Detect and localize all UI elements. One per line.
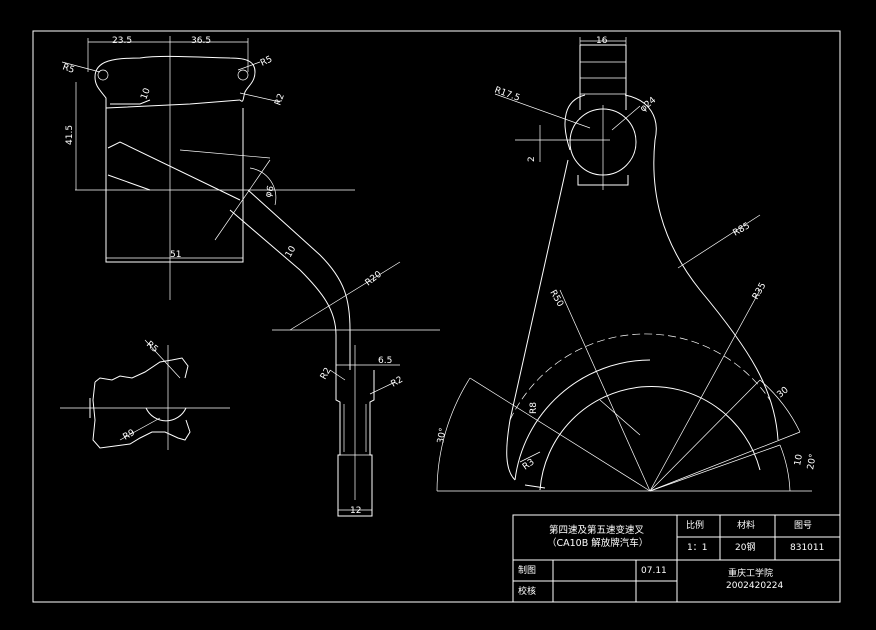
dim-r50: R50: [547, 289, 565, 310]
dim-r2-top: R2: [273, 92, 286, 107]
dim-r5-left: R5: [61, 62, 76, 75]
school-name: 重庆工学院: [728, 567, 773, 579]
dim-r9-side: R9: [122, 428, 138, 443]
dim-10: 10: [793, 453, 805, 466]
dim-23-5: 23.5: [112, 36, 132, 46]
part-name-line1: 第四速及第五速变速叉: [549, 524, 645, 536]
dim-r35: R35: [751, 281, 769, 301]
dim-6-5: 6.5: [378, 356, 392, 366]
drawing-no-label: 图号: [794, 520, 812, 531]
drawing-no-value: 831011: [790, 543, 824, 553]
right-view: [436, 37, 812, 492]
dim-r2-a: R2: [319, 366, 334, 381]
dim-r85: R85: [732, 221, 752, 239]
scale-label: 比例: [686, 519, 704, 531]
dim-r2-b: R2: [390, 375, 405, 390]
dim-phi6: φ6: [263, 184, 276, 199]
drawn-label: 制图: [518, 564, 536, 576]
student-id: 2002420224: [726, 581, 784, 591]
part-name-line2: （CA10B 解放牌汽车）: [547, 537, 648, 549]
dim-36-5: 36.5: [191, 36, 211, 46]
drawn-date: 07.11: [641, 566, 667, 576]
dim-phi24: φ24: [639, 95, 659, 114]
dim-r17-5: R17.5: [493, 85, 521, 103]
title-block: [512, 514, 841, 603]
dim-12: 12: [350, 506, 361, 516]
dim-10-rod: 10: [284, 244, 299, 259]
dim-30deg: 30°: [436, 427, 449, 444]
dim-10-tip: 10: [139, 87, 152, 101]
scale-value: 1：1: [687, 543, 707, 553]
dim-r8: R8: [529, 402, 539, 414]
dim-r20: R20: [364, 269, 384, 288]
dim-51: 51: [170, 250, 181, 260]
dim-2: 2: [527, 156, 537, 162]
dim-r3: R3: [521, 457, 537, 472]
material-value: 20钢: [735, 541, 755, 553]
side-view: [60, 339, 230, 450]
drawing-frame: [32, 30, 841, 603]
material-label: 材料: [737, 519, 755, 531]
dim-r5-right: R5: [259, 55, 274, 69]
dim-20deg: 20°: [806, 453, 819, 470]
dim-16: 16: [596, 36, 608, 46]
dim-41-5: 41.5: [65, 125, 75, 145]
top-left-view: [61, 36, 440, 517]
checked-label: 校核: [518, 585, 536, 597]
